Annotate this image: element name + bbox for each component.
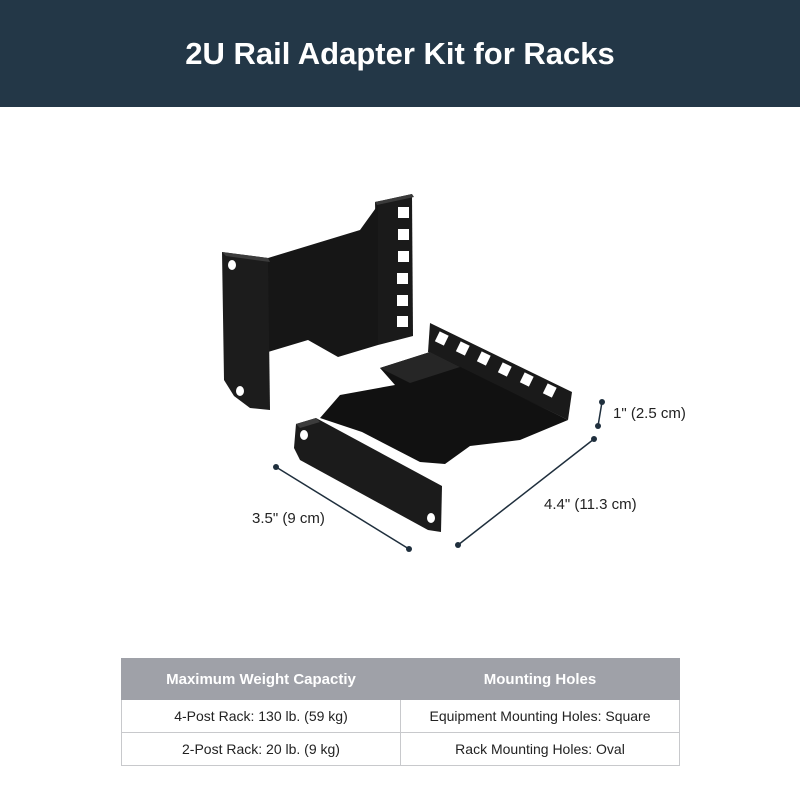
oval-hole [427,513,435,523]
table-row: 4-Post Rack: 130 lb. (59 kg) Equipment M… [121,699,680,733]
square-hole [497,362,512,377]
specs-table: Maximum Weight Capactiy Mounting Holes 4… [121,658,680,766]
dimension-height: 1" (2.5 cm) [595,399,686,429]
square-hole [519,372,534,387]
square-hole [542,383,557,398]
length-label: 4.4" (11.3 cm) [544,496,637,513]
weight-cell: 4-Post Rack: 130 lb. (59 kg) [121,699,401,733]
square-hole [398,229,409,240]
product-illustration: 3.5" (9 cm) 4.4" (11.3 cm) 1" (2.5 cm) [222,194,686,552]
square-hole [397,295,408,306]
square-hole [397,273,408,284]
oval-hole [228,260,236,270]
rear-bracket [222,194,414,410]
rear-bracket-plate [268,205,378,357]
front-bracket-front-flange [294,418,442,532]
front-bracket-plate [320,352,568,464]
width-label: 3.5" (9 cm) [252,510,325,527]
square-hole [455,341,470,356]
holes-cell: Rack Mounting Holes: Oval [400,732,680,766]
oval-hole [300,430,308,440]
square-hole [398,207,409,218]
specs-header-row: Maximum Weight Capactiy Mounting Holes [121,658,680,700]
front-bracket [294,323,572,532]
square-hole [397,316,408,327]
square-hole [476,351,491,366]
oval-hole [236,386,244,396]
rear-bracket-front-flange [222,252,270,410]
dimension-length: 4.4" (11.3 cm) [455,436,637,548]
square-hole [434,331,449,346]
weight-cell: 2-Post Rack: 20 lb. (9 kg) [121,732,401,766]
page-title: 2U Rail Adapter Kit for Racks [185,35,615,71]
square-hole [398,251,409,262]
title-banner: 2U Rail Adapter Kit for Racks [0,0,800,107]
holes-column-header: Mounting Holes [400,658,680,700]
table-row: 2-Post Rack: 20 lb. (9 kg) Rack Mounting… [121,732,680,766]
height-label: 1" (2.5 cm) [613,405,686,422]
dimension-width: 3.5" (9 cm) [252,464,412,552]
weight-column-header: Maximum Weight Capactiy [121,658,401,700]
holes-cell: Equipment Mounting Holes: Square [400,699,680,733]
